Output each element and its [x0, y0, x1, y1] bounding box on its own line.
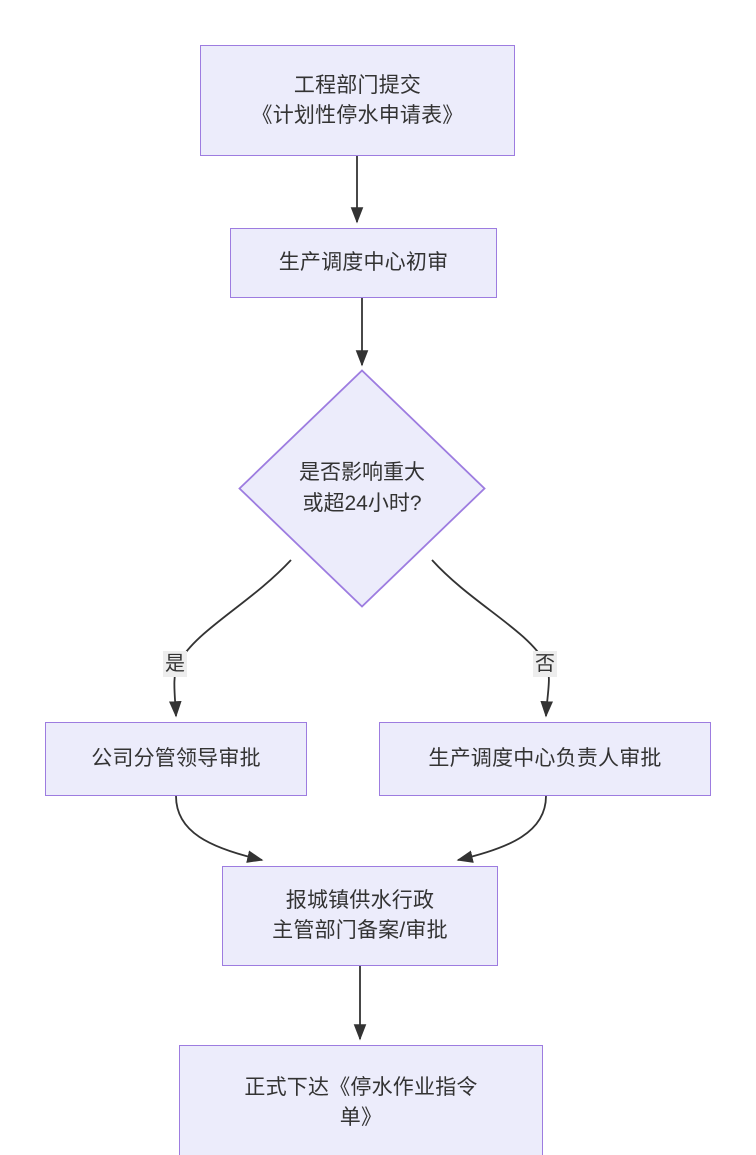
diamond-shape-icon [238, 369, 486, 608]
edge-n4-n6 [175, 795, 264, 863]
edge-label-no: 否 [533, 651, 557, 677]
edge-n5-n6 [456, 795, 547, 863]
flow-node-dispatch-manager-approval[interactable]: 生产调度中心负责人审批 [379, 722, 711, 796]
flow-node-label: 工程部门提交 《计划性停水申请表》 [251, 73, 464, 127]
flow-node-label: 正式下达《停水作业指令 单》 [244, 1075, 478, 1129]
flow-node-dispatch-center-initial-review[interactable]: 生产调度中心初审 [230, 228, 497, 298]
flow-node-municipal-water-authority-filing[interactable]: 报城镇供水行政 主管部门备案/审批 [222, 866, 498, 966]
flow-node-label: 是否影响重大 或超24小时? [299, 461, 425, 515]
flow-node-submit-application[interactable]: 工程部门提交 《计划性停水申请表》 [200, 45, 515, 156]
flow-node-company-leader-approval[interactable]: 公司分管领导审批 [45, 722, 307, 796]
flow-node-label: 公司分管领导审批 [91, 747, 261, 771]
flow-node-label: 报城镇供水行政 主管部门备案/审批 [272, 889, 448, 942]
flow-node-label: 生产调度中心负责人审批 [428, 747, 662, 771]
flow-node-decision-major-impact[interactable]: 是否影响重大 或超24小时? [238, 369, 486, 608]
flow-node-label: 生产调度中心初审 [278, 251, 449, 275]
edge-label-yes: 是 [163, 651, 187, 677]
flow-node-issue-shutdown-order[interactable]: 正式下达《停水作业指令 单》 [179, 1045, 543, 1155]
